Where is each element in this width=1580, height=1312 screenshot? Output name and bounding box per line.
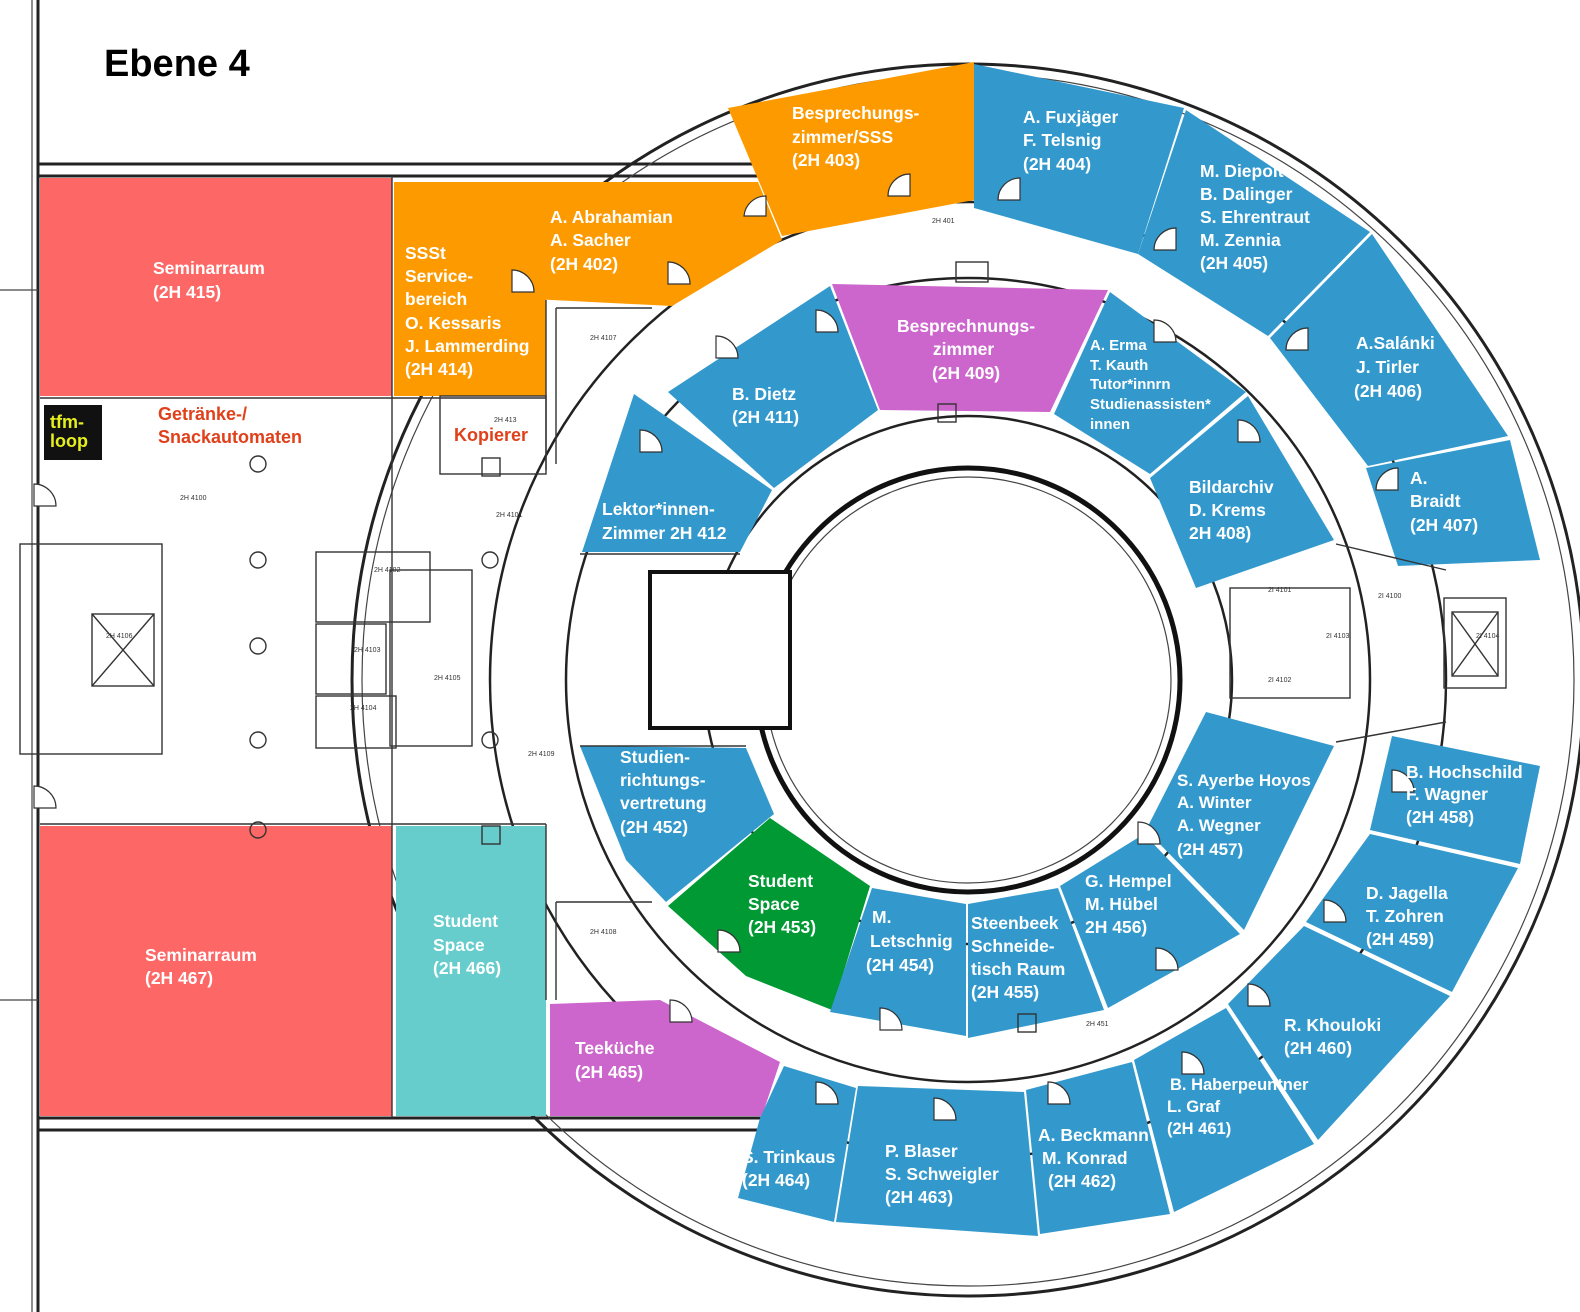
room-2h411[interactable] bbox=[668, 286, 878, 488]
room-2h402[interactable] bbox=[512, 182, 782, 306]
label-2h403: Besprechungs-zimmer/SSS (2H 403) bbox=[792, 103, 920, 170]
room-2h454[interactable] bbox=[830, 888, 966, 1036]
code-2h451: 2H 451 bbox=[1086, 1021, 1109, 1028]
room-2h404[interactable] bbox=[974, 64, 1184, 254]
room-2h462[interactable] bbox=[1026, 1062, 1170, 1234]
code-2h4108: 2H 4108 bbox=[590, 929, 617, 936]
code-2h4107: 2H 4107 bbox=[590, 335, 617, 342]
room-2h412[interactable] bbox=[582, 394, 772, 552]
code-2h4104: 2H 4104 bbox=[350, 705, 377, 712]
code-2h4101: 2H 4101 bbox=[496, 512, 523, 519]
room-2h463[interactable] bbox=[836, 1086, 1038, 1236]
room-2h460[interactable] bbox=[1228, 926, 1450, 1140]
room-2h461[interactable] bbox=[1134, 1008, 1314, 1212]
code-2h4103: 2H 4103 bbox=[354, 647, 381, 654]
label-2h460: R. Khouloki(2H 460) bbox=[1284, 1015, 1381, 1058]
label-2h465: Teeküche(2H 465) bbox=[575, 1038, 655, 1082]
label-2h464: S. Trinkaus(2H 464) bbox=[742, 1147, 836, 1190]
label-2h407: A.Braidt (2H 407) bbox=[1410, 468, 1478, 535]
label-2h467: Seminarraum(2H 467) bbox=[145, 945, 257, 988]
label-2h454: M.Letschnig (2H 454) bbox=[866, 907, 958, 975]
room-2h464[interactable] bbox=[738, 1066, 856, 1222]
room-2h457[interactable] bbox=[1146, 712, 1334, 930]
room-2h459[interactable] bbox=[1306, 834, 1518, 992]
room-2h406[interactable] bbox=[1270, 234, 1508, 466]
code-2h4100: 2H 4100 bbox=[180, 495, 207, 502]
room-2h408[interactable] bbox=[1150, 396, 1334, 588]
room-2h465[interactable] bbox=[550, 1000, 780, 1116]
label-2h412: Lektor*innen-Zimmer 2H 412 bbox=[602, 499, 727, 543]
door-swings bbox=[33, 173, 1415, 1121]
label-2h452: Studien-richtungs- vertretung(2H 452) bbox=[620, 747, 710, 837]
room-2h455[interactable] bbox=[968, 888, 1104, 1038]
label-2h415: Seminarraum(2H 415) bbox=[153, 258, 265, 302]
code-2h4109: 2H 4109 bbox=[528, 751, 555, 758]
room-2h403[interactable] bbox=[728, 62, 974, 236]
room-codes: 2H 401 2H 4107 2H 413 2H 4100 2H 4101 2H… bbox=[106, 218, 1499, 1028]
level-title: Ebene 4 bbox=[104, 43, 250, 85]
room-2h452[interactable] bbox=[580, 746, 774, 902]
code-2i4101: 2I 4101 bbox=[1268, 587, 1291, 594]
room-2h466[interactable] bbox=[396, 826, 546, 1116]
code-2i4102: 2I 4102 bbox=[1268, 677, 1291, 684]
rotunda-outline bbox=[350, 62, 1580, 1298]
code-2h4105: 2H 4105 bbox=[434, 675, 461, 682]
room-2h409[interactable] bbox=[832, 284, 1108, 412]
room-2h415[interactable] bbox=[40, 178, 392, 396]
room-2h407[interactable] bbox=[1366, 440, 1540, 566]
tfm-loop-label: tfm-loop bbox=[50, 412, 88, 451]
copier-label: Kopierer bbox=[454, 425, 528, 445]
label-2h411: B. Dietz(2H 411) bbox=[732, 384, 799, 427]
code-2h401: 2H 401 bbox=[932, 218, 955, 225]
code-2h4102: 2H 4102 bbox=[374, 567, 401, 574]
snack-machines-label: Getränke-/Snackautomaten bbox=[158, 404, 302, 447]
room-2h453[interactable] bbox=[668, 818, 870, 1010]
interior-structure bbox=[19, 176, 1507, 1118]
code-2i4103: 2I 4103 bbox=[1326, 633, 1349, 640]
tfm-loop-sign bbox=[44, 405, 102, 460]
label-2h409: Besprechnungs-zimmer (2H 409) bbox=[897, 316, 1035, 383]
code-2h413: 2H 413 bbox=[494, 417, 517, 424]
room-2h405[interactable] bbox=[1138, 110, 1370, 336]
room-2h410[interactable] bbox=[1054, 292, 1246, 474]
room-2h458[interactable] bbox=[1370, 736, 1540, 864]
code-2i4104: 2I 4104 bbox=[1476, 633, 1499, 640]
room-2h456[interactable] bbox=[1060, 834, 1240, 1008]
code-2h4106: 2H 4106 bbox=[106, 633, 133, 640]
code-2i4100: 2I 4100 bbox=[1378, 593, 1401, 600]
room-2h467[interactable] bbox=[40, 826, 392, 1116]
